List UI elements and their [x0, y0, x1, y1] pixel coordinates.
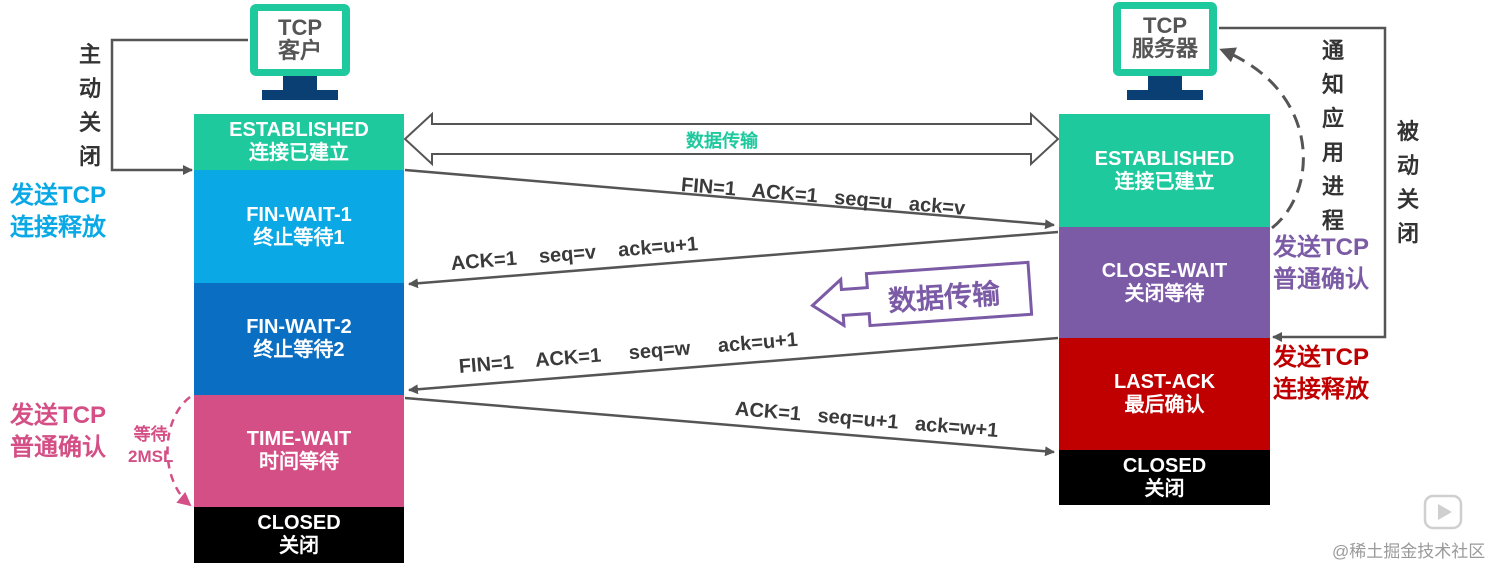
server-monitor-line2: 服务器	[1131, 36, 1198, 62]
state-zh: 关闭等待	[1124, 282, 1205, 305]
state-en: FIN-WAIT-1	[246, 203, 352, 226]
state-en: FIN-WAIT-2	[246, 316, 352, 338]
data-transfer-server-label: 数据传输	[887, 278, 1002, 317]
server-data-transfer-arrow	[810, 260, 1034, 329]
client-state-fin-wait-1: FIN-WAIT-1 终止等待1	[194, 170, 404, 283]
server-monitor-label: TCP 服务器	[1121, 14, 1209, 60]
state-zh: 关闭	[1144, 477, 1185, 500]
ack2-arrow	[404, 396, 1055, 457]
passive-close-arrow	[1219, 26, 1387, 342]
state-zh: 时间等待	[259, 451, 339, 473]
client-state-established: ESTABLISHED 连接已建立	[194, 114, 404, 170]
watermark: @稀土掘金技术社区	[1332, 542, 1486, 561]
state-en: CLOSE-WAIT	[1101, 259, 1228, 282]
fin1-arrow	[404, 168, 1055, 230]
state-en: TIME-WAIT	[246, 428, 352, 450]
state-en: CLOSED	[257, 512, 341, 534]
wait-2msl-label: 等待 2MSL	[128, 425, 174, 467]
server-send-ack-label: 发送TCP 普通确认	[1273, 234, 1369, 294]
ack1-arrow	[408, 230, 1059, 289]
client-monitor-label: TCP 客户	[258, 16, 342, 62]
state-en: LAST-ACK	[1113, 371, 1216, 393]
client-send-ack-label: 发送TCP 普通确认	[10, 402, 106, 462]
client-monitor-line2: 客户	[277, 38, 322, 64]
server-monitor-line1: TCP	[1143, 13, 1187, 38]
notify-app-arrow	[1219, 47, 1305, 230]
server-state-established: ESTABLISHED 连接已建立	[1059, 114, 1270, 227]
data-transfer-double-arrow	[403, 111, 1060, 167]
state-zh: 连接已建立	[1114, 170, 1215, 193]
state-zh: 终止等待2	[253, 339, 345, 361]
passive-close-label: 被动关闭	[1396, 119, 1419, 247]
state-zh: 终止等待1	[253, 226, 345, 249]
wait-2msl-arrow	[166, 396, 192, 507]
state-en: ESTABLISHED	[229, 119, 369, 141]
active-close-arrow	[110, 38, 248, 175]
client-monitor-icon	[250, 4, 350, 100]
active-close-label: 主动关闭	[78, 42, 101, 170]
server-state-closed: CLOSED 关闭	[1059, 450, 1270, 505]
server-monitor-icon	[1113, 2, 1217, 100]
play-icon	[1423, 494, 1463, 530]
server-state-last-ack: LAST-ACK 最后确认	[1059, 338, 1270, 450]
server-send-fin-label: 发送TCP 连接释放	[1273, 344, 1369, 404]
data-transfer-top-label: 数据传输	[686, 131, 758, 151]
client-state-closed: CLOSED 关闭	[194, 507, 404, 563]
state-zh: 关闭	[279, 535, 319, 557]
client-state-fin-wait-2: FIN-WAIT-2 终止等待2	[194, 283, 404, 395]
notify-app-label: 通知应用进程	[1321, 38, 1344, 234]
server-state-close-wait: CLOSE-WAIT 关闭等待	[1059, 227, 1270, 338]
state-zh: 连接已建立	[249, 142, 349, 164]
client-monitor-line1: TCP	[278, 15, 322, 40]
state-en: CLOSED	[1122, 454, 1207, 477]
state-en: ESTABLISHED	[1094, 147, 1235, 170]
client-send-fin-label: 发送TCP 连接释放	[10, 182, 106, 242]
state-zh: 最后确认	[1124, 394, 1205, 416]
client-state-time-wait: TIME-WAIT 时间等待	[194, 395, 404, 507]
fin2-arrow	[408, 336, 1059, 395]
